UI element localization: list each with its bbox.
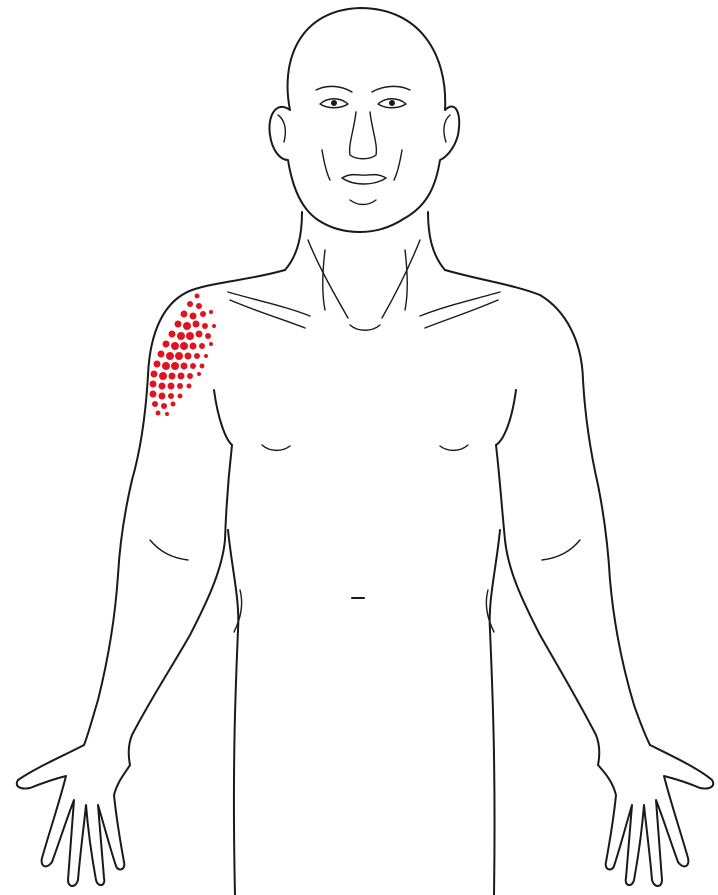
cheek-line-right [394,150,402,180]
neck-inner-left [323,250,325,310]
referral-dot [177,383,183,389]
referral-dot [187,301,193,307]
neck-inner-right [405,250,407,310]
referral-dot [187,384,192,389]
referral-dot [187,373,193,379]
left-hand [17,745,130,886]
right-pupil [389,100,395,106]
right-hand [598,745,713,886]
referral-pain-dots [150,294,217,417]
right-clavicle-lower [425,300,498,328]
left-ear [278,115,285,142]
neck-right [428,212,445,270]
referral-dot [151,371,158,378]
neck [285,212,445,330]
referral-dot [212,324,216,328]
referral-dot [169,373,176,380]
referral-dot [178,394,183,399]
referral-dot [183,322,191,330]
left-eyebrow [316,86,352,92]
right-ear [444,115,450,142]
referral-dot [209,310,213,314]
right-eyebrow [372,86,410,92]
referral-dot [190,343,197,350]
referral-dot [165,412,169,416]
cheek-line-left [322,150,330,180]
referral-dot [152,401,158,407]
referral-dot [205,333,211,339]
referral-dot [161,403,167,409]
referral-dot [162,362,170,370]
referral-dot [168,393,174,399]
left-shoulder-arm-outline [84,270,285,745]
referral-dot [175,321,182,328]
referral-dot [166,352,174,360]
referral-dot [190,363,196,369]
left-clavicle-lower [230,300,305,328]
referral-dot [158,351,165,358]
left-biceps-line [150,540,188,560]
neck-left [285,212,302,270]
referral-dot [150,381,157,388]
referral-dot [196,331,203,338]
nose [350,112,377,159]
right-torso-side [496,390,516,445]
right-torso-lower [490,530,500,895]
right-inner-arm [496,445,599,765]
referral-dot [202,323,208,329]
referral-dot [180,342,188,350]
referral-dot [193,321,200,328]
referral-dot [163,341,170,348]
referral-dot [199,343,205,349]
suprasternal-notch [350,325,380,330]
left-inner-arm [129,445,232,765]
referral-dot [171,402,176,407]
right-pectoral [440,445,468,450]
chin-line [350,200,376,205]
referral-dot [159,372,167,380]
referral-dot [156,411,161,416]
left-pectoral [262,445,290,450]
left-torso-lower [228,530,238,895]
referral-dot [186,332,194,340]
referral-dot [159,393,166,400]
head-outline [269,8,459,232]
referral-dot [196,303,202,309]
referral-dot [195,294,200,299]
referral-dot [169,331,176,338]
referral-dot [177,332,185,340]
referral-dot [154,361,161,368]
sternocleidomastoid-left [308,240,348,318]
referral-dot [200,311,206,317]
left-torso-side [214,390,232,445]
referral-dot [159,383,166,390]
referral-dot [168,383,175,390]
right-shoulder-arm-outline [445,270,650,745]
referral-dot [178,373,185,380]
head [269,8,459,232]
referral-dot [197,372,201,376]
referral-dot [194,353,200,359]
referral-dot [171,362,179,370]
mouth [342,175,386,184]
right-biceps-line [542,540,580,560]
referral-dot [150,391,157,398]
referral-dot [209,342,213,346]
referral-dot [171,342,179,350]
sternocleidomastoid-right [382,240,420,318]
referral-dot [185,353,192,360]
referral-dot [204,354,208,358]
referral-dot [190,313,197,320]
left-pupil [331,100,337,106]
referral-dot [181,363,188,370]
referral-dot [200,364,205,369]
referral-dot [181,311,188,318]
hands [17,745,714,886]
referral-dot [175,352,183,360]
